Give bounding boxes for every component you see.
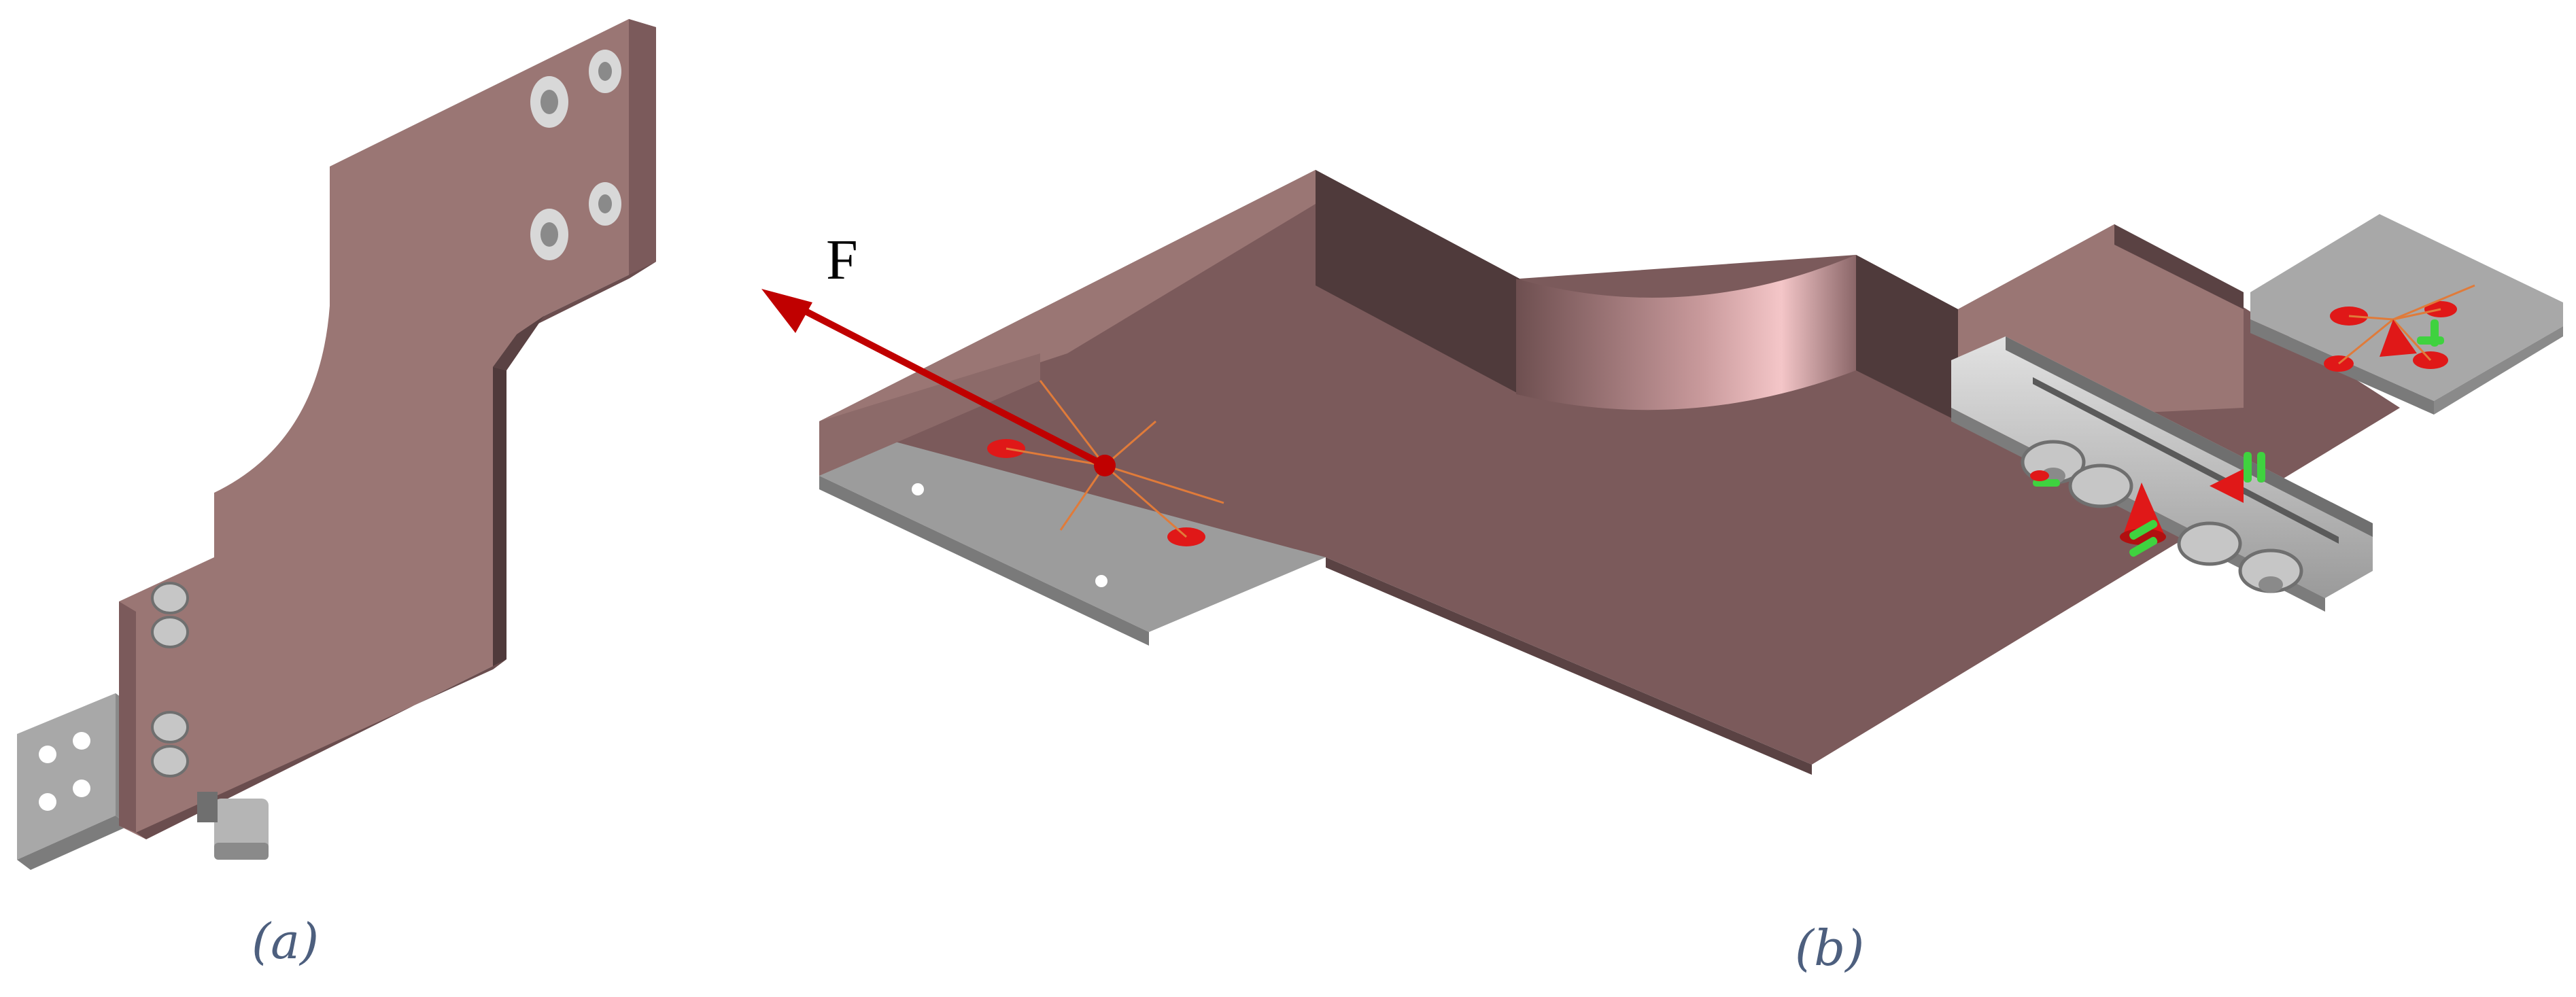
part-a-top-holes — [530, 50, 621, 260]
part-a-copper-face — [119, 19, 656, 839]
part-a-bottom-bolt — [197, 792, 269, 860]
bolt-hole-icon — [73, 732, 90, 750]
caption-a: (a) — [252, 913, 319, 970]
force-arrow: F — [761, 228, 1107, 469]
force-distribution-lines — [1006, 380, 1224, 538]
green-arrow-icon — [2244, 452, 2252, 483]
part-b-cylinder-cutout — [1516, 255, 1856, 410]
part-a-busbar — [17, 19, 656, 870]
bolt-hole-icon — [73, 780, 90, 797]
part-a-nuts — [151, 582, 189, 777]
caption-b: (b) — [1795, 920, 1864, 977]
cone-support-icon — [2210, 469, 2244, 503]
green-arrow-icon — [2417, 336, 2444, 345]
part-b-clamp-rail — [1951, 336, 2373, 612]
green-arrow-icon — [2129, 537, 2158, 557]
green-arrow-icon — [2257, 452, 2265, 483]
cone-support-icon — [2380, 319, 2417, 357]
bolt-hole-icon — [39, 746, 56, 763]
arrow-icon — [761, 289, 812, 333]
bolt-hole-icon — [39, 793, 56, 811]
part-a-terminal-plate — [17, 693, 129, 870]
part-b-busbar: F — [761, 170, 2563, 775]
green-arrow-icon — [2129, 520, 2158, 540]
clamp-constraints — [2030, 452, 2265, 557]
force-label: F — [826, 228, 858, 292]
right-terminal-constraints — [2324, 284, 2475, 372]
